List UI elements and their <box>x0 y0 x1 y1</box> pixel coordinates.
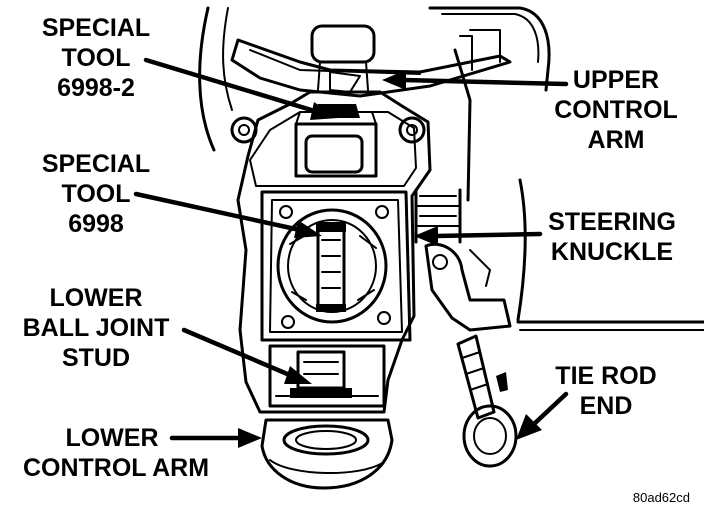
leader-special-tool-6998 <box>133 191 303 233</box>
label-lower-ball-joint-stud: LOWER BALL JOINT STUD <box>23 284 170 372</box>
knuckle-bolt-upper-right <box>398 116 426 144</box>
label-line: LOWER <box>65 424 158 452</box>
label-line: BALL JOINT <box>23 314 170 342</box>
label-line: 6998 <box>68 210 124 238</box>
label-line: SPECIAL <box>42 14 150 42</box>
leader-special-tool-6998-2 <box>143 57 321 115</box>
arrowhead-lower-ball-joint-stud <box>284 366 312 384</box>
lower-ball-joint <box>268 344 386 408</box>
press-screw <box>316 224 346 312</box>
label-line: SPECIAL <box>42 150 150 178</box>
label-line: KNUCKLE <box>551 238 673 266</box>
label-line: LOWER <box>49 284 142 312</box>
label-line: 6998-2 <box>57 74 135 102</box>
steering-knuckle <box>230 90 432 414</box>
upper-ball-joint <box>310 24 376 64</box>
upper-control-arm <box>230 24 512 202</box>
label-line: TOOL <box>62 180 131 208</box>
arrowhead-upper-control-arm <box>382 70 406 90</box>
special-tool-6998 <box>316 222 346 312</box>
label-line: CONTROL ARM <box>23 454 209 482</box>
label-line: ARM <box>588 126 645 154</box>
label-line: STUD <box>62 344 130 372</box>
label-special-tool-6998: SPECIAL TOOL 6998 <box>42 150 150 238</box>
tie-rod-ball <box>462 404 518 468</box>
label-line: TIE ROD <box>555 362 656 390</box>
leader-tie-rod-end <box>531 391 569 427</box>
hub-bore <box>276 208 388 324</box>
knuckle-bolt-upper-left <box>230 116 258 144</box>
arrowhead-steering-knuckle <box>414 226 438 246</box>
arrowhead-lower-control-arm <box>238 428 262 448</box>
leader-steering-knuckle <box>433 231 543 239</box>
tie-rod-end <box>456 334 518 468</box>
special-tool-6998-2 <box>294 104 378 178</box>
label-line: UPPER <box>573 66 659 94</box>
label-steering-knuckle: STEERING KNUCKLE <box>548 208 676 266</box>
label-line: END <box>580 392 633 420</box>
leader-upper-control-arm <box>401 77 569 87</box>
label-special-tool-6998-2: SPECIAL TOOL 6998-2 <box>42 14 150 102</box>
lower-control-arm <box>260 418 394 490</box>
arrowhead-special-tool-6998-2 <box>310 102 338 120</box>
steering-arm <box>424 242 512 332</box>
label-line: CONTROL <box>554 96 678 124</box>
label-upper-control-arm: UPPER CONTROL ARM <box>554 66 678 154</box>
arrowhead-tie-rod-end <box>516 414 542 440</box>
label-tie-rod-end: TIE ROD END <box>555 362 656 420</box>
lower-arm-bushing <box>282 424 370 456</box>
figure-code: 80ad62cd <box>633 490 690 505</box>
wheel-outline <box>198 6 704 331</box>
leaders <box>133 57 569 448</box>
label-lower-control-arm: LOWER CONTROL ARM <box>23 424 209 482</box>
leader-lower-ball-joint-stud <box>181 327 295 379</box>
label-line: TOOL <box>62 44 131 72</box>
arrowhead-special-tool-6998 <box>294 220 322 238</box>
label-line: STEERING <box>548 208 676 236</box>
